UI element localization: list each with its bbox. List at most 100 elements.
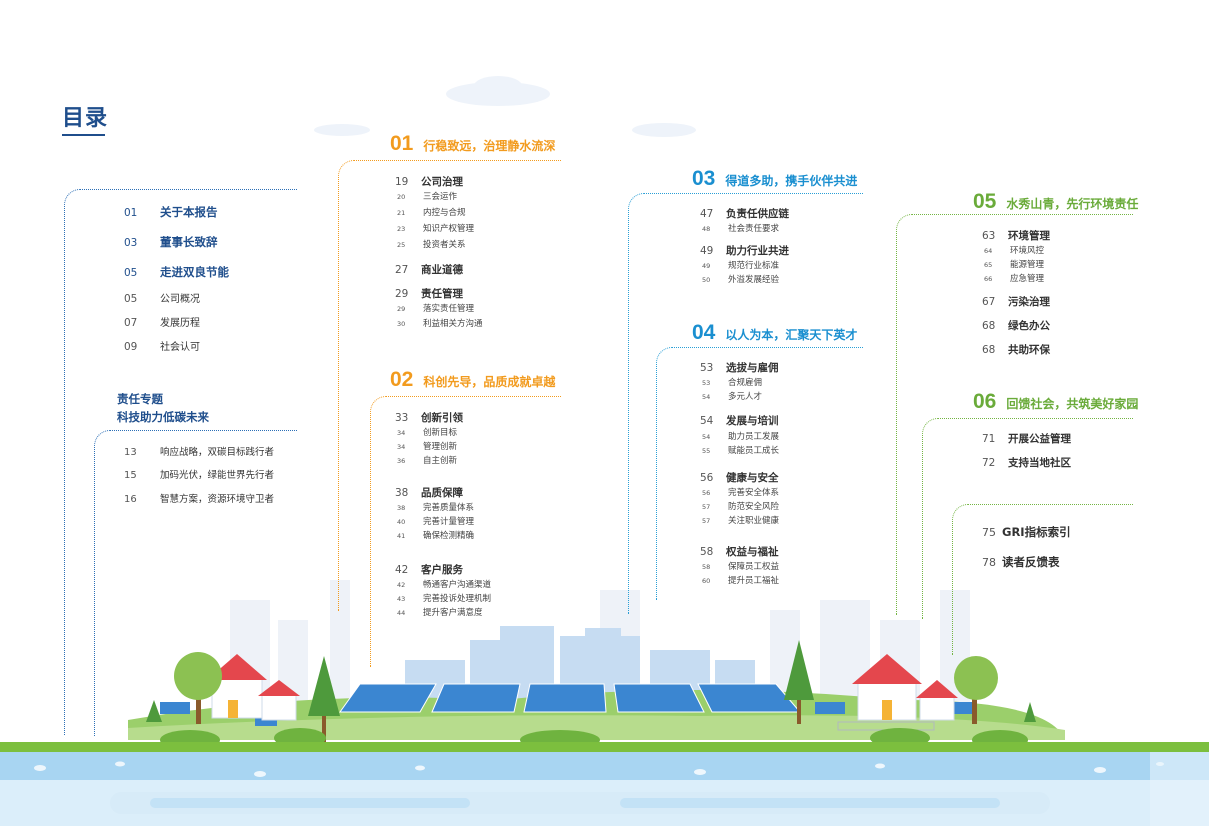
- toc-item[interactable]: 01 关于本报告: [124, 204, 218, 220]
- section-number: 02: [390, 368, 414, 391]
- item-title: 自主创新: [423, 456, 458, 466]
- page-number: 05: [124, 267, 138, 279]
- page-number: 56: [700, 472, 714, 484]
- page-number: 65: [984, 261, 993, 269]
- page-number: 58: [700, 546, 714, 558]
- page-number: 20: [397, 193, 406, 201]
- item-title: 环境管理: [1008, 230, 1050, 242]
- toc-item[interactable]: 15 加码光伏，绿能世界先行者: [124, 467, 274, 481]
- item-title: 支持当地社区: [1008, 457, 1071, 469]
- section-01-heading[interactable]: 01 行稳致远，治理静水流深: [390, 132, 555, 156]
- page-number: 53: [700, 362, 714, 374]
- item-title: 智慧方案，资源环境守卫者: [160, 494, 275, 505]
- item-title: 管理创新: [423, 442, 458, 452]
- item-title: 商业道德: [421, 264, 463, 276]
- item-title: 合规雇佣: [728, 378, 763, 388]
- page-number: 43: [397, 595, 406, 603]
- item-title: 规范行业标准: [728, 261, 780, 271]
- page-number: 54: [702, 433, 711, 441]
- item-title: 防范安全风险: [728, 502, 780, 512]
- page-number: 66: [984, 275, 993, 283]
- toc-item[interactable]: 05 走进双良节能: [124, 264, 229, 280]
- toc-item[interactable]: 05 公司概况: [124, 290, 200, 305]
- section-04-bracket: [656, 347, 863, 600]
- toc-item[interactable]: 56 健康与安全: [700, 470, 779, 485]
- item-title: GRI指标索引: [1002, 525, 1071, 539]
- page-number: 03: [124, 237, 138, 249]
- toc-item[interactable]: 16 智慧方案，资源环境守卫者: [124, 491, 274, 505]
- item-title: 确保检测精确: [423, 531, 475, 541]
- section-06-bracket: [922, 418, 1133, 619]
- item-title: 品质保障: [421, 487, 463, 499]
- section-05-heading[interactable]: 05 水秀山青，先行环境责任: [973, 190, 1138, 214]
- item-title: 健康与安全: [726, 472, 779, 484]
- section-06-heading[interactable]: 06 回馈社会，共筑美好家园: [973, 390, 1138, 414]
- toc-item[interactable]: 03 董事长致辞: [124, 234, 218, 250]
- page-number: 07: [124, 317, 138, 329]
- page-number: 01: [124, 207, 138, 219]
- section-number: 03: [692, 167, 716, 190]
- section-title: 科创先导，品质成就卓越: [423, 375, 556, 389]
- section-05-bracket: [896, 214, 1133, 615]
- section-04-heading[interactable]: 04 以人为本，汇聚天下英才: [692, 321, 857, 345]
- section-02-heading[interactable]: 02 科创先导，品质成就卓越: [390, 368, 555, 392]
- page-number: 34: [397, 429, 406, 437]
- item-title: 发展与培训: [726, 415, 779, 427]
- toc-item[interactable]: 07 发展历程: [124, 314, 200, 329]
- toc-item[interactable]: 13 响应战略，双碳目标践行者: [124, 444, 274, 458]
- section-03-heading[interactable]: 03 得道多助，携手伙伴共进: [692, 167, 857, 191]
- toc-item[interactable]: 09 社会认可: [124, 338, 200, 353]
- section-number: 06: [973, 390, 997, 413]
- section-number: 05: [973, 190, 997, 213]
